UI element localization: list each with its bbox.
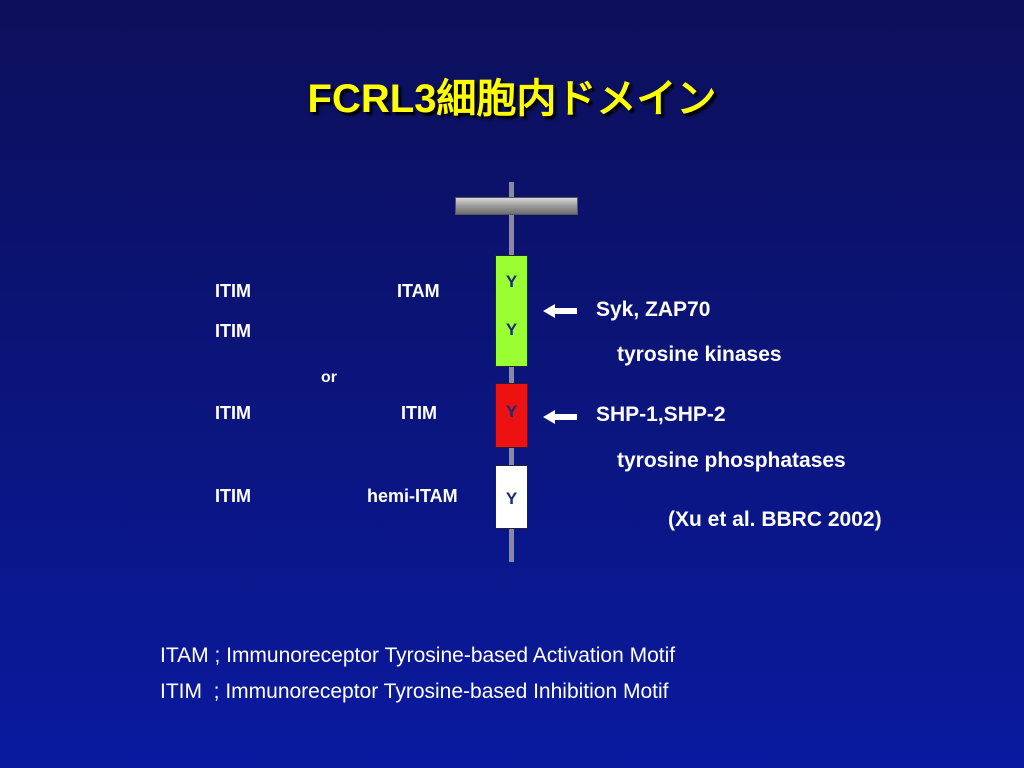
tyrosine-label-4: Y	[505, 489, 518, 508]
or-label: or	[321, 369, 337, 386]
receptor-stem	[509, 182, 514, 562]
row2-left-label: ITIM	[215, 321, 251, 341]
phosphatases-name: SHP-1,SHP-2	[596, 403, 726, 426]
hemi-itam-domain-box	[495, 465, 528, 529]
arrow-left-icon	[543, 410, 577, 424]
row4-left-label: ITIM	[215, 486, 251, 506]
page-title: FCRL3細胞内ドメイン	[307, 77, 717, 121]
row4-right-label: hemi-ITAM	[367, 486, 458, 506]
kinases-name: Syk, ZAP70	[596, 298, 711, 321]
tyrosine-label-1: Y	[505, 272, 518, 291]
citation: (Xu et al. BBRC 2002)	[668, 508, 882, 531]
cell-membrane	[455, 197, 578, 215]
kinases-type: tyrosine kinases	[617, 343, 782, 366]
itim-definition: ITIM ; Immunoreceptor Tyrosine-based Inh…	[160, 680, 669, 703]
itam-definition: ITAM ; Immunoreceptor Tyrosine-based Act…	[160, 644, 676, 667]
row1-right-label: ITAM	[397, 281, 440, 301]
arrow-left-icon	[543, 304, 577, 318]
itam-domain-box	[495, 255, 528, 367]
itim-domain-box	[495, 383, 528, 448]
row3-right-label: ITIM	[401, 403, 437, 423]
tyrosine-label-3: Y	[505, 402, 518, 421]
row1-left-label: ITIM	[215, 281, 251, 301]
tyrosine-label-2: Y	[505, 320, 518, 339]
row3-left-label: ITIM	[215, 403, 251, 423]
phosphatases-type: tyrosine phosphatases	[617, 449, 846, 472]
